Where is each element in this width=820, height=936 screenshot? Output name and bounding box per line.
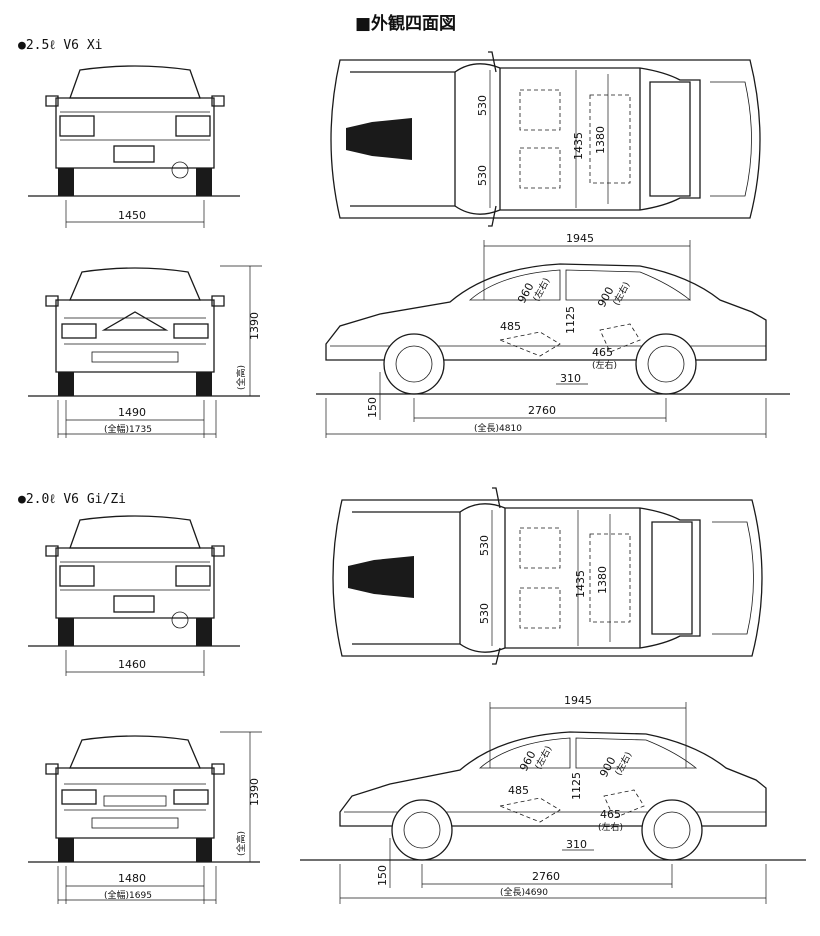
side-485: 485 — [508, 784, 529, 797]
side-1125: 1125 — [570, 772, 583, 800]
page-title: ■外観四面図 — [355, 13, 456, 34]
front-height-dim: (全高) 1390 — [220, 731, 262, 862]
front-tread-value: 1490 — [118, 406, 146, 419]
front-view — [45, 267, 225, 396]
model-xi-section: ●2.5ℓ V6 Xi 1450 — [18, 38, 790, 438]
top-530-front: 530 — [478, 535, 491, 556]
model-label: ●2.0ℓ V6 Gi/Zi — [18, 492, 126, 507]
overall-length: (全長)4810 — [474, 422, 522, 434]
side-310: 310 — [560, 372, 581, 385]
side-dims: 1945 960 (左右) 900 (左右) 485 1125 465 (左右)… — [339, 694, 767, 904]
side-465-note: (左右) — [598, 821, 623, 833]
side-1945: 1945 — [566, 232, 594, 245]
height-prefix: (全高) — [235, 831, 247, 856]
rear-tread-value: 1460 — [118, 658, 146, 671]
top-530-front: 530 — [476, 95, 489, 116]
front-tread-dim: 1490 (全幅)1735 — [57, 400, 217, 438]
ground-clearance: 150 — [376, 865, 389, 886]
overall-width-value: (全幅)1695 — [104, 889, 152, 901]
model-gizi-section: ●2.0ℓ V6 Gi/Zi 1460 — [18, 487, 806, 904]
side-view — [339, 731, 767, 861]
top-view: 530 530 1435 1380 — [332, 487, 763, 665]
rear-tread-dim: 1450 — [65, 200, 205, 228]
rear-view — [45, 515, 225, 646]
side-1125: 1125 — [564, 306, 577, 334]
wheelbase: 2760 — [528, 404, 556, 417]
rear-tread-dim: 1460 — [65, 650, 205, 676]
overall-height-value: 1390 — [248, 778, 261, 806]
side-900: 900 — [597, 755, 618, 780]
rear-view — [45, 65, 225, 196]
overall-length: (全長)4690 — [500, 886, 548, 898]
side-900: 900 — [595, 285, 616, 310]
side-960: 960 — [515, 281, 536, 306]
side-310: 310 — [566, 838, 587, 851]
side-view — [325, 263, 767, 395]
top-1435: 1435 — [574, 570, 587, 598]
top-1380: 1380 — [596, 566, 609, 594]
top-1435: 1435 — [572, 132, 585, 160]
side-465-note: (左右) — [592, 359, 617, 371]
top-530-rear: 530 — [476, 165, 489, 186]
front-tread-dim: 1480 (全幅)1695 — [57, 866, 217, 904]
wheelbase: 2760 — [532, 870, 560, 883]
side-dims: 1945 960 (左右) 900 (左右) 485 1125 465 (左右)… — [325, 232, 767, 438]
model-label: ●2.5ℓ V6 Xi — [18, 38, 103, 53]
top-view: 530 530 1435 1380 — [330, 51, 761, 227]
front-view — [45, 735, 225, 862]
side-465: 465 — [592, 346, 613, 359]
height-prefix: (全高) — [235, 365, 247, 390]
overall-width-value: (全幅)1735 — [104, 423, 152, 435]
side-1945: 1945 — [564, 694, 592, 707]
top-1380: 1380 — [594, 126, 607, 154]
overall-height-value: 1390 — [248, 312, 261, 340]
front-height-dim: (全高) 1390 — [220, 265, 262, 396]
top-530-rear: 530 — [478, 603, 491, 624]
side-485: 485 — [500, 320, 521, 333]
ground-clearance: 150 — [366, 397, 379, 418]
front-tread-value: 1480 — [118, 872, 146, 885]
rear-tread-value: 1450 — [118, 209, 146, 222]
side-960: 960 — [517, 749, 538, 774]
side-465: 465 — [600, 808, 621, 821]
